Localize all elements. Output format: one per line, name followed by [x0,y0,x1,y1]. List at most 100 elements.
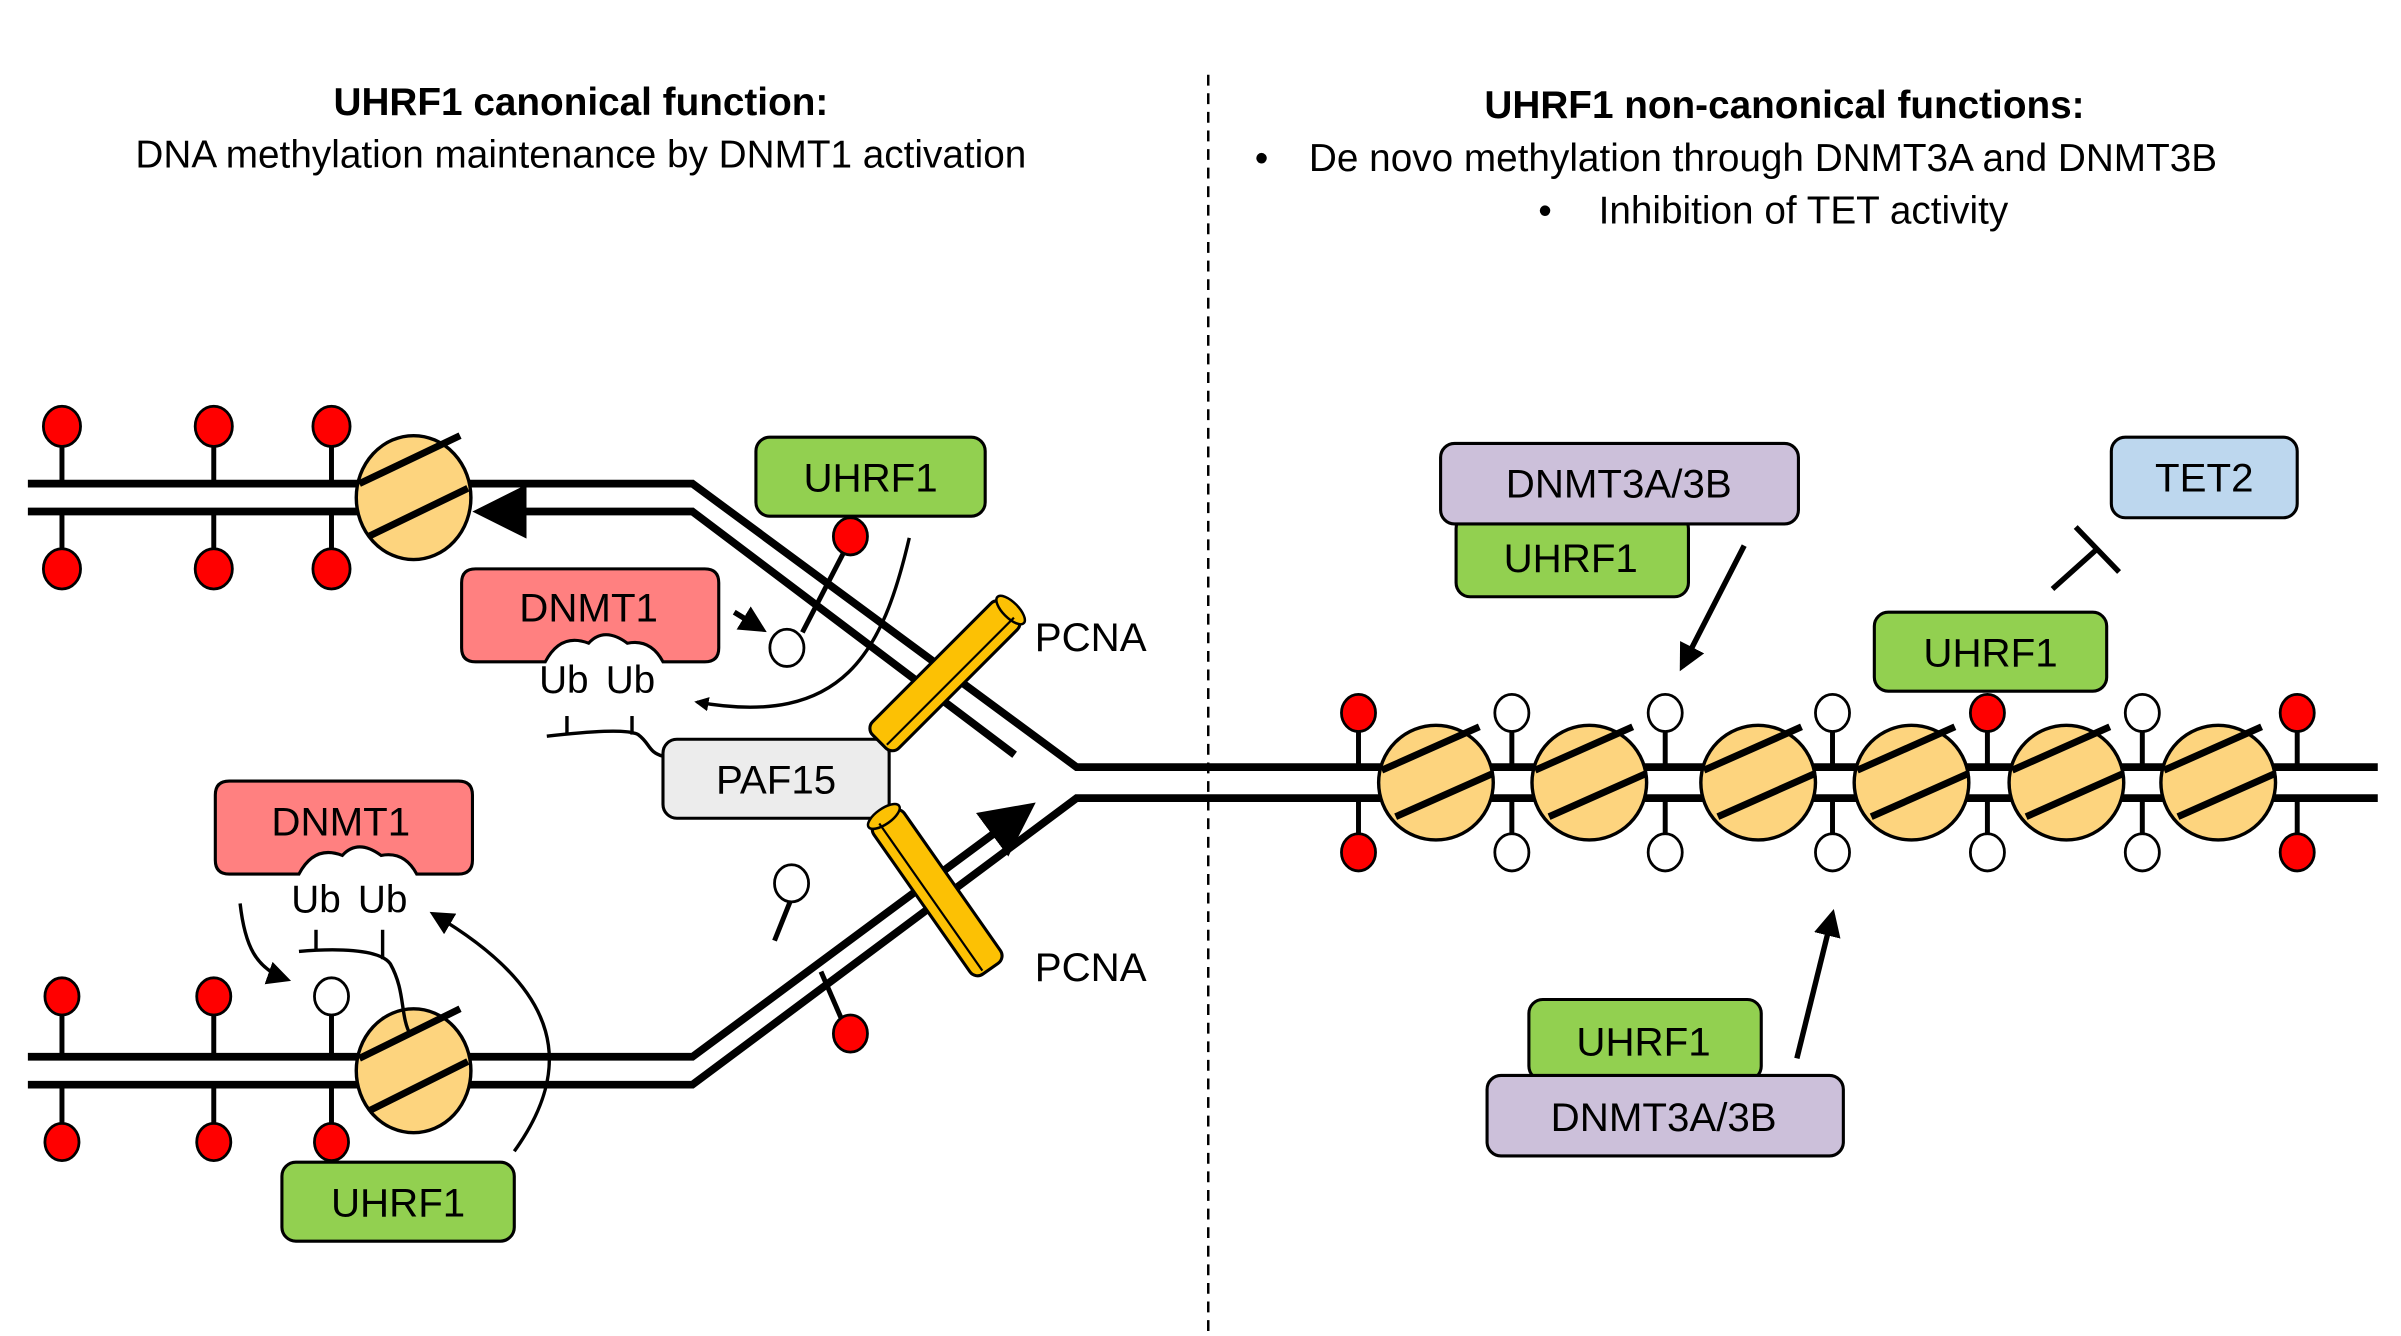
bullet-1-marker: • [1255,137,1269,180]
methylated-cpg-icon [41,547,82,591]
dnmt1-box [213,779,475,876]
uhrf1-box [754,435,987,518]
uhrf1-top-left: UHRF1 [754,435,987,518]
unmethylated-cpg-icon [1493,832,1531,873]
nucleosome-icon [2007,723,2126,842]
dnmt1-label: DNMT1 [271,799,410,844]
unmethylated-cpg-icon [768,627,806,668]
unmethylated-cpg-icon [313,976,350,1017]
arrow-dnmt3-to-dna [1794,909,1841,1060]
nucleosome-ub-connector [298,948,413,1036]
bottom-left-cpg-sites [43,976,350,1162]
unmethylated-cpg-icon [1646,692,1684,733]
nucleosome-icon [1530,723,1649,842]
top-left-cpg-sites [41,404,352,591]
unmethylated-cpg-icon [2123,832,2161,873]
unmethylated-cpg-icon [1646,832,1684,873]
left-title: UHRF1 canonical function: [334,81,829,124]
dnmt3-box [1485,1073,1845,1158]
right-cpg-sites [1340,692,2316,873]
dnmt3-label: DNMT3A/3B [1551,1095,1777,1140]
unmethylated-cpg-icon [773,863,810,904]
uhrf1-label: UHRF1 [1576,1019,1710,1064]
ub-label: Ub [291,879,341,922]
left-subtitle: DNA methylation maintenance by DNMT1 act… [135,134,1026,177]
pcna-label-bottom: PCNA [1035,945,1147,990]
dnmt1-bottom-left: DNMT1 Ub Ub [213,779,475,922]
nucleosome-icon [354,1005,473,1135]
paf15-label: PAF15 [716,757,836,802]
methylated-cpg-icon [2278,832,2316,873]
arrow-dnmt1-to-cpg [732,606,767,633]
nucleosome-icon [1852,723,1971,842]
unmethylated-cpg-icon [2123,692,2161,733]
right-title: UHRF1 non-canonical functions: [1484,84,2084,127]
methylated-cpg-icon [43,1122,81,1162]
methylated-cpg-icon [43,976,81,1017]
dnmt3-box [1439,441,1800,526]
uhrf1-box [280,1160,516,1243]
methylated-cpg-icon [2278,692,2316,733]
tet2: TET2 [2109,435,2299,520]
methylated-cpg-icon [41,404,82,448]
methylated-cpg-icon [195,976,233,1017]
unmethylated-cpg-icon [1493,692,1531,733]
dna-strand-bottom-nascent [27,802,1036,1061]
methylated-cpg-icon [1340,692,1377,733]
unmethylated-cpg-icon [1814,832,1851,873]
dna-strand-top-nascent [472,484,1017,758]
left-header: UHRF1 canonical function: DNA methylatio… [135,81,1026,177]
right-header: UHRF1 non-canonical functions: • De novo… [1255,84,2217,232]
dnmt1-label: DNMT1 [519,586,658,631]
uhrf1-label: UHRF1 [331,1180,465,1225]
dnmt3-label: DNMT3A/3B [1506,462,1732,507]
dnmt1-top-left: DNMT1 Ub Ub [460,567,721,702]
uhrf1-dnmt3-complex-bottom: UHRF1 DNMT3A/3B [1485,997,1845,1158]
arrow-uhrf1-ubiquitination [429,911,552,1153]
dnmt1-box [460,567,721,664]
arrow-uhrf1-ubiquitination [694,537,911,712]
methylated-cpg-icon [313,1122,350,1162]
pcna-top-icon [868,594,1027,753]
uhrf1-label: UHRF1 [803,455,937,500]
tet2-box [2109,435,2299,520]
methylated-cpg-icon [195,1122,233,1162]
uhrf1-box [1872,610,2109,693]
methylated-cpg-icon [831,516,869,557]
paf15-connector [546,729,664,758]
uhrf1-right-middle: UHRF1 [1872,610,2109,693]
methylated-cpg-icon [831,1013,869,1054]
paf15: PAF15 [661,737,891,820]
bullet-2-text: Inhibition of TET activity [1599,189,2009,232]
ub-label: Ub [358,879,407,922]
nucleosome-icon [354,432,473,562]
pcna-bottom-icon [866,802,1004,978]
nucleosome-icon [1699,723,1818,842]
methylated-cpg-icon [311,404,352,448]
arrow-dnmt1-to-cpg [238,903,292,985]
unmethylated-cpg-icon [1814,692,1851,733]
inhibition-line [2050,546,2100,592]
methylated-cpg-icon [193,547,234,591]
uhrf1-label: UHRF1 [1923,630,2057,675]
nucleosome-icon [2159,723,2278,842]
ub-label: Ub [539,659,589,702]
nucleosome-icon [1376,723,1495,842]
pcna-label-top: PCNA [1035,615,1147,660]
arrow-dnmt3-to-dna [1679,544,1747,672]
uhrf1-label: UHRF1 [1504,536,1638,581]
methylated-cpg-icon [1340,832,1377,873]
methylated-cpg-icon [193,404,234,448]
methylated-cpg-icon [1968,692,2006,733]
uhrf1-bottom-left: UHRF1 [280,1160,516,1243]
methylated-cpg-icon [311,547,352,591]
bullet-1-text: De novo methylation through DNMT3A and D… [1309,137,2217,180]
bullet-2-marker: • [1538,189,1552,232]
unmethylated-cpg-icon [1968,832,2006,873]
tet2-label: TET2 [2155,455,2253,500]
paf15-box [661,737,891,820]
uhrf1-dnmt3-complex-top: UHRF1 DNMT3A/3B [1439,441,1800,599]
inhibition-bar-icon [2073,525,2122,574]
ub-label: Ub [606,659,656,702]
